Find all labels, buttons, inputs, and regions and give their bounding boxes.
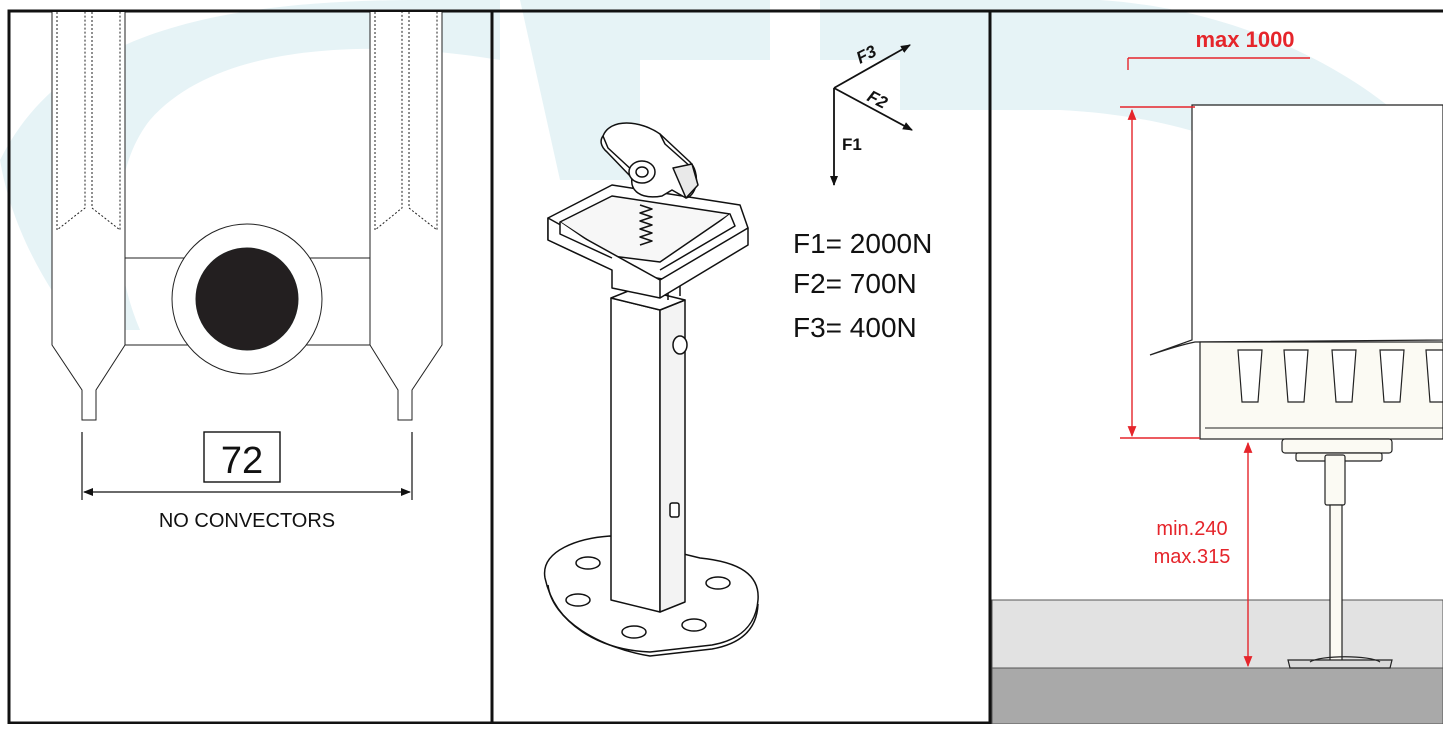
- dimension-max-1000: [1120, 57, 1310, 439]
- base-hole: [705, 576, 731, 590]
- base-hole: [565, 593, 591, 607]
- lock-screw: [672, 335, 688, 355]
- outer-post: [610, 297, 661, 613]
- force-arrows: [830, 44, 913, 186]
- pedestal-bracket-drawing: [543, 122, 759, 657]
- no-convectors-caption: NO CONVECTORS: [159, 510, 335, 532]
- radiator-convector: [1199, 341, 1443, 440]
- force-f3-value: F3= 400N: [793, 312, 917, 343]
- left-radiator-tube: [51, 12, 126, 421]
- force-f2-value: F2= 700N: [793, 268, 917, 299]
- max-1000-label: max 1000: [1195, 27, 1294, 52]
- base-hole: [621, 625, 647, 639]
- convector-fins: [1237, 349, 1443, 403]
- base-hole: [575, 556, 601, 570]
- support-bracket: [1281, 438, 1393, 669]
- max-315-label: max.315: [1154, 546, 1231, 568]
- base-hole: [681, 618, 707, 632]
- wing-nut: [600, 122, 698, 199]
- panel-frames: [7, 9, 1443, 725]
- dimension-72-value: 72: [221, 440, 263, 482]
- connecting-nipple: [125, 223, 370, 375]
- spring: [639, 204, 653, 246]
- radiator-body: [1149, 104, 1443, 356]
- panel-1-section-view: 72 NO CONVECTORS: [51, 12, 443, 532]
- force-f2-label: F2: [864, 87, 891, 113]
- force-f1-value: F1= 2000N: [793, 228, 932, 259]
- right-radiator-tube: [369, 12, 443, 421]
- panel-3-installation: max 1000 min.240 max.315: [991, 27, 1443, 725]
- slot: [669, 502, 680, 518]
- floor-screed: [991, 599, 1443, 669]
- panel-2-bracket: F1 F2 F3 F1= 2000N F2= 700N F3= 400N: [543, 41, 932, 657]
- dimension-72: [81, 431, 413, 500]
- min-240-label: min.240: [1156, 518, 1227, 540]
- radiator: [1149, 104, 1443, 440]
- force-f1-label: F1: [842, 135, 862, 154]
- floor-slab: [991, 667, 1443, 725]
